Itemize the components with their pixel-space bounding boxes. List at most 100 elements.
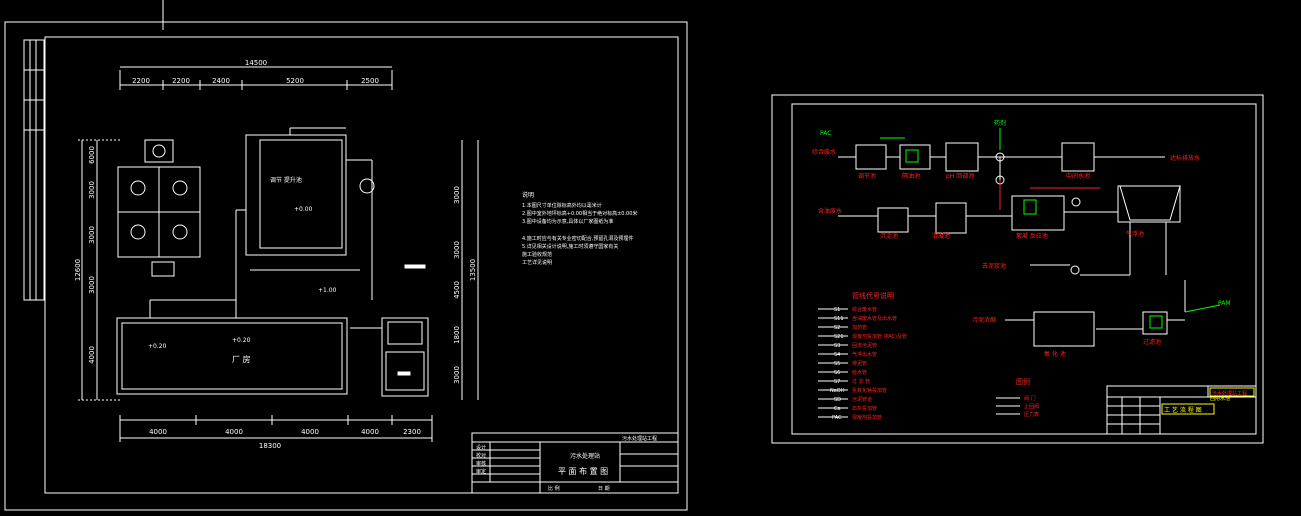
input-1: 综合废水 (812, 148, 836, 156)
unit-label-3: 沉淀池 (880, 232, 898, 240)
unit-label-1: 调节池 (858, 172, 876, 180)
legend-desc-1: 综合废水管 (852, 306, 877, 313)
bottom-dim-1: 4000 (149, 428, 167, 436)
legend-code-5: S3 (834, 343, 840, 349)
right-sheet-inner-border (791, 103, 1257, 435)
legend-code-13: PAC (832, 415, 842, 421)
legend-code-2: S11 (834, 316, 844, 322)
right-title-drawing: 工 艺 流 程 图 (1164, 406, 1202, 414)
unit-label-11: 污泥浓缩 (972, 316, 996, 324)
legend-title: 管线代号说明 (852, 291, 894, 300)
left-dim-2: 3000 (88, 181, 96, 199)
legend-desc-10: 氢氧化钠投加管 (852, 387, 887, 394)
unit-regulating (855, 144, 887, 170)
legend-desc-2: 含油废水管及出水管 (852, 315, 897, 322)
unit-sed (877, 207, 909, 233)
left-title-subtitle: 污水处理站 (570, 452, 600, 460)
left-sheet-outer-border (4, 21, 688, 511)
unit-oxidation (1033, 311, 1095, 347)
elevation-4: +1.00 (318, 287, 337, 294)
left-dim-4: 3000 (88, 276, 96, 294)
left-title-row-3: 审核 (476, 460, 486, 467)
side-strip (23, 39, 45, 301)
legend-desc-12: 石灰投加管 (852, 405, 877, 412)
chemical-2: 药剂 (994, 119, 1006, 127)
legend-desc-13: 混凝剂投加管 (852, 414, 882, 421)
elevation-2: +0.20 (232, 337, 251, 344)
note-5: 5.详见相关设计说明,施工时须遵守国家有关 (522, 243, 618, 250)
note-1: 1.本图尺寸单位除标高外均以毫米计 (522, 202, 602, 209)
unit-label-8: 中间水池 (1066, 172, 1090, 180)
unit-mid (1061, 142, 1095, 172)
chemical-3: PAM (1218, 300, 1231, 307)
bottom-dim-3: 4000 (301, 428, 319, 436)
note-6: 施工验收规范 (522, 251, 552, 258)
right-sheet-outer-border (771, 94, 1264, 444)
top-dim-2: 2200 (172, 77, 190, 85)
left-title-footer-2: 日 期 (598, 486, 610, 492)
left-title-project: 污水处理站工程 (622, 435, 657, 442)
right-dim-4: 1800 (453, 326, 461, 344)
symbols-title: 图例 (1016, 377, 1030, 386)
legend-code-1: S1 (834, 307, 840, 313)
symbol-3: 压力表 (1024, 411, 1039, 418)
input-2: 含油废水 (818, 207, 842, 215)
chemical-1: PAC (820, 130, 831, 137)
right-sheet-accents (880, 128, 1255, 415)
right-overall-dim: 13500 (469, 259, 477, 281)
top-dim-1: 2200 (132, 77, 150, 85)
unit-oil (899, 144, 931, 170)
symbol-2: 止回阀 (1024, 403, 1039, 410)
bottom-overall-dim: 18300 (259, 442, 281, 450)
unit-filter (1142, 311, 1168, 335)
legend-code-11: SD (834, 397, 841, 403)
legend-desc-7: 排泥管 (852, 360, 867, 367)
tank-label: 调节 提升池 (270, 176, 302, 184)
output-2: 回用水池 (1210, 395, 1230, 402)
right-title-project: 污水处理站工程 (1212, 390, 1247, 397)
top-dim-4: 5200 (286, 77, 304, 85)
note-3: 3.图中设备均为示意,具体以厂家图纸为准 (522, 218, 613, 225)
legend-code-10: NaOH (830, 388, 845, 394)
legend-code-8: S6 (834, 370, 840, 376)
legend-desc-5: 回流污泥管 (852, 342, 877, 349)
legend-desc-6: 气浮出水管 (852, 351, 877, 358)
unit-ph (945, 142, 979, 172)
unit-label-7: 气浮池 (1126, 230, 1144, 238)
bottom-dim-2: 4000 (225, 428, 243, 436)
legend-code-9: S7 (834, 379, 840, 385)
elevation-1: +0.20 (148, 343, 167, 350)
right-dim-5: 3000 (453, 366, 461, 384)
right-title-block (1106, 385, 1257, 435)
left-sheet-inner-border (44, 36, 679, 494)
valve-icon (995, 152, 1005, 162)
right-dim-1: 3000 (453, 186, 461, 204)
input-3: 去泥浆池 (982, 262, 1006, 270)
left-title-row-2: 校对 (476, 452, 486, 459)
legend-code-3: S2 (834, 325, 840, 331)
left-title-drawing: 平 面 布 置 图 (558, 466, 608, 476)
top-dim-5: 2500 (361, 77, 379, 85)
legend-code-4: S21 (834, 334, 844, 340)
left-title-footer-1: 比 例 (548, 485, 560, 492)
top-dim-3: 2400 (212, 77, 230, 85)
workshop-building (116, 317, 348, 395)
legend-desc-3: 加药管 (852, 324, 867, 331)
unit-label-10: 过滤池 (1143, 338, 1161, 346)
legend-desc-11: 污泥管道 (852, 396, 872, 403)
unit-label-2: 隔油池 (902, 172, 920, 180)
unit-label-6: 混凝池 (932, 232, 950, 240)
room-label: 厂 房 (232, 354, 251, 364)
right-sheet-text: 综合废水 含油废水 去泥浆池 PAC 药剂 PAM 调节池 隔油池 沉淀池 pH… (812, 119, 1247, 421)
left-sheet (4, 0, 688, 511)
legend-lines (818, 308, 848, 418)
unit-label-5: 絮凝 反应池 (1016, 232, 1048, 240)
right-sheet (771, 94, 1264, 444)
left-overall-dim: 12600 (74, 259, 82, 281)
bottom-dim-4: 4000 (361, 428, 379, 436)
left-dim-3: 3000 (88, 226, 96, 244)
left-title-row-4: 审定 (476, 468, 486, 475)
unit-react (1011, 195, 1065, 231)
dosing-tank (144, 139, 174, 163)
